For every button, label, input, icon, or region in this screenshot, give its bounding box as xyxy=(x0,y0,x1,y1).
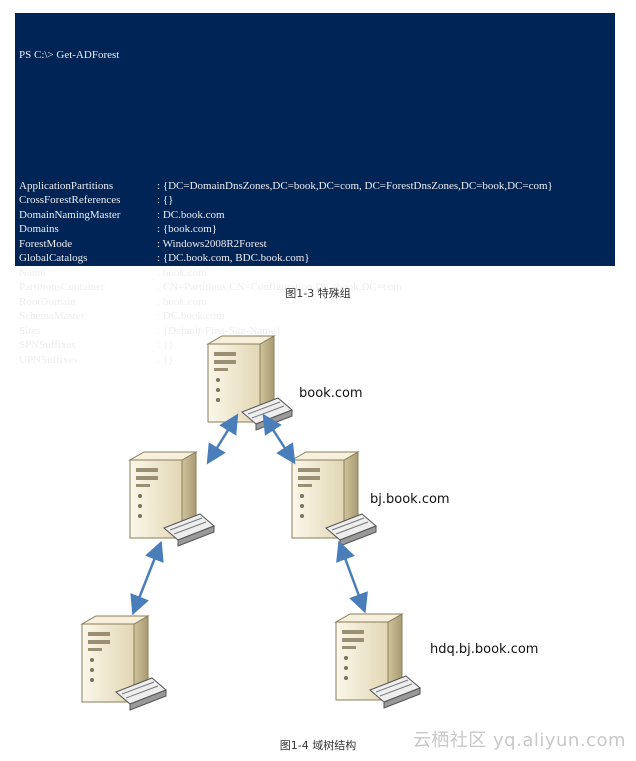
console-row-value: DC.book.com xyxy=(162,208,225,221)
console-row-value: book.com xyxy=(162,266,207,279)
console-row-value: DC.book.com xyxy=(162,310,225,322)
console-row-value: {DC=DomainDnsZones,DC=book,DC=com, DC=Fo… xyxy=(162,179,553,192)
console-row-value: Windows2008R2Forest xyxy=(162,237,267,250)
console-row-separator: : xyxy=(157,324,163,337)
console-row: SPNSuffixes: {} xyxy=(19,338,615,353)
console-row-separator: : xyxy=(157,237,163,250)
console-row-separator: : xyxy=(157,252,163,264)
console-row-property: SchemaMaster xyxy=(19,310,85,322)
console-row-property: ApplicationPartitions xyxy=(19,179,114,192)
console-row-separator: : xyxy=(157,295,163,308)
watermark: 云栖社区 yq.aliyun.com xyxy=(412,730,626,751)
domain-tree-svg xyxy=(81,335,421,711)
console-row-separator: : xyxy=(157,281,163,293)
console-prompt: PS C:\> Get-ADForest xyxy=(19,49,120,61)
trust-arrow-root-left xyxy=(206,413,239,465)
console-row: RootDomain: book.com xyxy=(19,295,615,310)
console-row-property: Domains xyxy=(19,223,59,235)
console-row-separator: : xyxy=(157,194,163,206)
console-row: SchemaMaster: DC.book.com xyxy=(19,309,615,324)
trust-arrow-left-bottom xyxy=(130,540,164,616)
server-bottom-left-icon xyxy=(81,615,167,711)
label-root-domain: book.com xyxy=(299,386,363,401)
console-row-property: UPNSuffixes xyxy=(19,353,78,366)
console-row: GlobalCatalogs: {DC.book.com, BDC.book.c… xyxy=(19,251,615,266)
console-row-property: RootDomain xyxy=(19,295,76,308)
console-row-property: CrossForestReferences xyxy=(19,194,121,206)
console-row-property: SPNSuffixes xyxy=(19,339,76,351)
label-grandchild-domain: hdq.bj.book.com xyxy=(430,642,539,657)
server-grandchild-icon xyxy=(335,613,421,709)
console-row: UPNSuffixes: {} xyxy=(19,353,615,368)
console-row-property: PartitionsContainer xyxy=(19,281,105,293)
console-row-separator: : xyxy=(157,223,163,235)
console-row-property: DomainNamingMaster xyxy=(19,208,121,221)
console-row-value: {} xyxy=(162,194,174,206)
console-row-separator: : xyxy=(157,266,163,279)
console-row-value: {} xyxy=(162,339,174,351)
console-row: Sites: {Default-First-Site-Name} xyxy=(19,324,615,339)
label-child-domain: bj.book.com xyxy=(370,492,450,507)
server-left-icon xyxy=(129,451,215,547)
console-row-value: CN=Partitions,CN=Configuration,DC=book,D… xyxy=(162,281,402,293)
console-row: PartitionsContainer: CN=Partitions,CN=Co… xyxy=(19,280,615,295)
console-row: DomainNamingMaster: DC.book.com xyxy=(19,208,615,223)
console-row-value: {book.com} xyxy=(162,223,218,235)
console-row-separator: : xyxy=(157,339,163,351)
domain-tree-diagram: book.com bj.book.com hdq.bj.book.com xyxy=(0,300,636,740)
console-row-property: Sites xyxy=(19,324,41,337)
console-row: Name: book.com xyxy=(19,266,615,281)
console-row-separator: : xyxy=(157,208,163,221)
console-row: Domains: {book.com} xyxy=(19,222,615,237)
console-row-value: {Default-First-Site-Name} xyxy=(162,324,281,337)
console-row-property: ForestMode xyxy=(19,237,73,250)
console-row-separator: : xyxy=(157,179,163,192)
figure-caption-1-4: 图1-4 域树结构 xyxy=(279,739,357,752)
console-row: CrossForestReferences: {} xyxy=(19,193,615,208)
figure-caption-1-3: 图1-3 特殊组 xyxy=(285,287,351,300)
console-row-value: {} xyxy=(162,353,174,366)
console-row-value: {DC.book.com, BDC.book.com} xyxy=(162,252,310,264)
console-row-property: Name xyxy=(19,266,46,279)
console-row-property: GlobalCatalogs xyxy=(19,252,88,264)
console-row-value: book.com xyxy=(162,295,207,308)
trust-arrow-child-grandchild xyxy=(336,540,368,614)
console-row-separator: : xyxy=(157,310,163,322)
server-root-icon xyxy=(207,335,293,431)
server-child-icon xyxy=(291,451,377,547)
console-row: ForestMode: Windows2008R2Forest xyxy=(19,237,615,252)
powershell-console: PS C:\> Get-ADForest ApplicationPartitio… xyxy=(15,13,615,366)
console-output: ApplicationPartitions: {DC=DomainDnsZone… xyxy=(19,179,615,368)
console-row-separator: : xyxy=(157,353,163,366)
console-row: ApplicationPartitions: {DC=DomainDnsZone… xyxy=(19,179,615,194)
trust-arrow-root-child xyxy=(262,413,296,465)
